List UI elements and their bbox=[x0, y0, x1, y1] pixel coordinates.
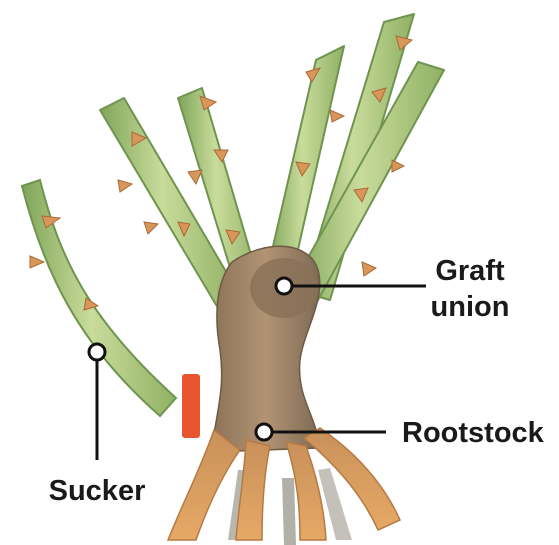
cut-marker bbox=[182, 374, 200, 438]
rootstock-dot bbox=[256, 424, 272, 440]
sucker-dot bbox=[89, 344, 105, 360]
graft-union-label-line2: union bbox=[431, 291, 510, 323]
rootstock-label: Rootstock bbox=[402, 417, 545, 449]
sucker-label: Sucker bbox=[49, 475, 146, 507]
sucker-stem bbox=[22, 180, 176, 416]
graft-union-label-line1: Graft bbox=[435, 255, 505, 287]
graft-union-dot bbox=[276, 278, 292, 294]
